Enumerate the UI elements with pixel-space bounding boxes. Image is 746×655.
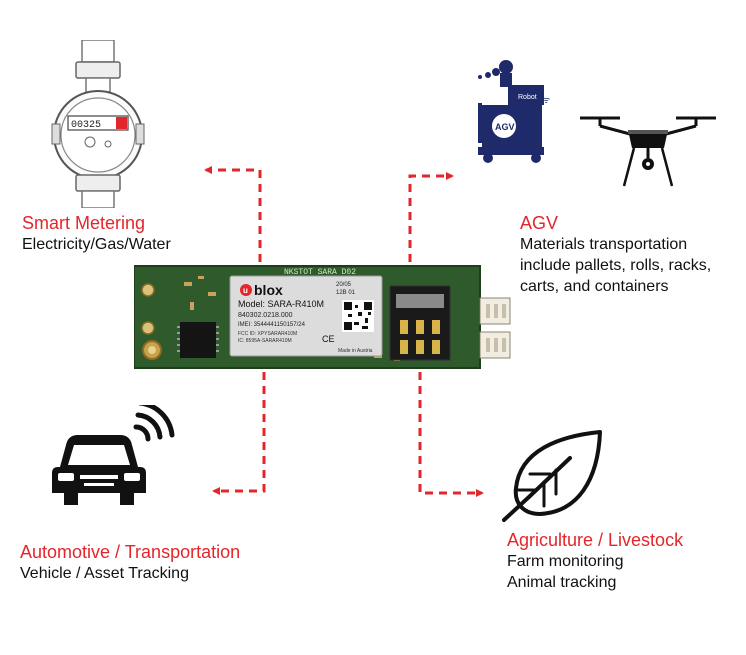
agriculture-line-1: Farm monitoring [507, 553, 624, 570]
leaf-icon [500, 428, 610, 524]
automotive-line-1: Vehicle / Asset Tracking [20, 565, 189, 582]
svg-text:u: u [243, 286, 248, 295]
agv-line-1: Materials transportation [520, 236, 688, 253]
sara-r410m-module-board: NKSTOT SARA D02 u blox 20/05 12B 01 Mode… [134, 262, 514, 372]
module-ce: CE [322, 334, 335, 344]
agriculture-title: Agriculture / Livestock [507, 530, 684, 550]
agriculture-block: Agriculture / Livestock Farm monitoring … [507, 529, 683, 593]
module-brand: blox [254, 282, 283, 298]
module-date: 20/05 [336, 282, 352, 288]
robot-label: Robot [518, 94, 537, 101]
module-made-in: Made in Austria [338, 348, 373, 354]
arrow-to-smart-metering [204, 166, 262, 262]
agriculture-line-2: Animal tracking [507, 574, 617, 591]
module-code: 840302.0218.000 [238, 312, 293, 319]
module-model: Model: SARA-R410M [238, 299, 324, 309]
automotive-block: Automotive / Transportation Vehicle / As… [20, 541, 240, 584]
meter-digits: 00325 [71, 120, 101, 131]
agv-robot-icon: Robot ᯤ AGV [470, 55, 560, 163]
module-fcc: FCC ID: XPYSARAR410M [238, 331, 297, 337]
module-imei: IMEI: 3544441150157/24 [238, 322, 306, 328]
agv-title: AGV [520, 213, 559, 233]
agv-line-2: include pallets, rolls, racks, [520, 257, 712, 274]
arrow-to-agriculture [418, 372, 484, 497]
board-silk-text: NKSTOT SARA D02 [284, 268, 356, 277]
svg-text:ᯤ: ᯤ [542, 95, 550, 105]
arrow-to-automotive [212, 372, 266, 495]
connected-car-icon [48, 405, 176, 515]
smart-metering-line-1: Electricity/Gas/Water [22, 236, 171, 253]
smart-metering-block: Smart Metering Electricity/Gas/Water [22, 212, 171, 255]
automotive-title: Automotive / Transportation [20, 542, 241, 562]
drone-icon [580, 108, 716, 192]
smart-metering-title: Smart Metering [22, 213, 146, 233]
arrow-to-agv [408, 172, 454, 262]
agv-block: AGV Materials transportation include pal… [520, 212, 711, 297]
module-ic: IC: 8595A-SARAR410M [238, 338, 292, 344]
agv-line-3: carts, and containers [520, 278, 669, 295]
water-meter-icon: 00325 [48, 40, 148, 208]
agv-badge: AGV [495, 122, 515, 132]
module-rev: 12B 01 [336, 290, 356, 296]
